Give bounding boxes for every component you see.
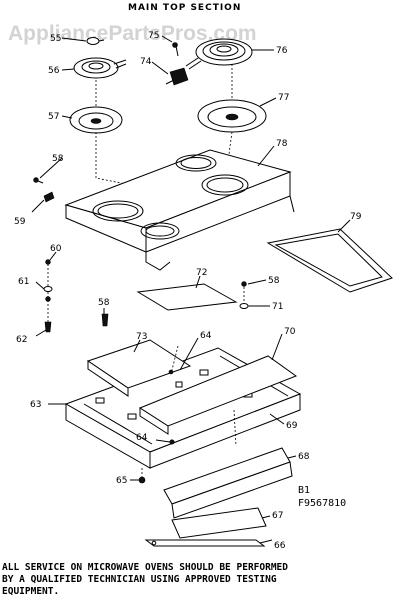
part-57-small-drip-pan[interactable] (69, 106, 123, 134)
part-73-shield[interactable] (86, 339, 192, 397)
part-77-large-drip-pan[interactable] (197, 99, 267, 133)
label-55: 55 (50, 34, 61, 44)
diagram-title: MAIN TOP SECTION (128, 3, 241, 13)
label-75: 75 (148, 31, 159, 41)
part-79-panel[interactable] (266, 228, 393, 293)
part-58-screw-upper-left[interactable] (33, 177, 44, 184)
label-63: 63 (30, 400, 41, 410)
part-58-71-hardware-right[interactable] (239, 281, 249, 309)
part-65-nut[interactable] (138, 468, 146, 484)
part-66-strap[interactable] (144, 539, 266, 547)
part-70-shield[interactable] (138, 355, 298, 435)
label-79: 79 (350, 212, 362, 222)
part-68-bracket[interactable] (163, 409, 293, 519)
label-57: 57 (48, 112, 59, 122)
label-61: 61 (18, 277, 29, 287)
label-58-center: 58 (98, 298, 110, 308)
label-59: 59 (14, 217, 26, 227)
part-76-large-element[interactable] (185, 38, 253, 70)
leader-lines (31, 35, 351, 544)
part-67-plate[interactable] (171, 507, 267, 539)
part-58-screw-center[interactable] (101, 313, 109, 327)
part-78-cooktop[interactable] (64, 149, 295, 271)
label-58-upper-left: 58 (52, 154, 64, 164)
label-74: 74 (140, 57, 152, 67)
part-64-screw-lower[interactable] (169, 439, 175, 445)
label-66: 66 (274, 541, 286, 551)
label-65: 65 (116, 476, 127, 486)
part-60-61-62-hardware[interactable] (43, 259, 53, 333)
service-note-line-1: ALL SERVICE ON MICROWAVE OVENS SHOULD BE… (2, 562, 288, 573)
label-62: 62 (16, 335, 27, 345)
service-note-line-3: EQUIPMENT. (2, 586, 59, 597)
diagram-code-b1: B1 (298, 485, 310, 496)
label-76: 76 (276, 46, 288, 56)
label-68: 68 (298, 452, 310, 462)
label-71: 71 (272, 302, 283, 312)
label-72: 72 (196, 268, 207, 278)
part-74-terminal-block[interactable] (165, 67, 189, 86)
label-64-lower: 64 (136, 433, 148, 443)
label-69: 69 (286, 421, 298, 431)
service-note-line-2: BY A QUALIFIED TECHNICIAN USING APPROVED… (2, 574, 277, 585)
part-59-bracket[interactable] (43, 191, 55, 203)
label-70: 70 (284, 327, 296, 337)
label-64-upper: 64 (200, 331, 212, 341)
label-56: 56 (48, 66, 60, 76)
label-77: 77 (278, 93, 289, 103)
label-78: 78 (276, 139, 288, 149)
label-60: 60 (50, 244, 62, 254)
callout-labels: 55 56 57 58 59 60 61 62 63 64 64 65 66 6… (14, 31, 362, 551)
part-55-clip[interactable] (86, 37, 105, 45)
diagram-code-number: F9567810 (298, 498, 346, 509)
part-64-screw-upper[interactable] (168, 345, 179, 375)
part-72-gasket[interactable] (136, 283, 238, 311)
part-56-small-element[interactable] (73, 57, 127, 79)
part-75-screw[interactable] (172, 42, 179, 57)
label-58-right: 58 (268, 276, 280, 286)
label-73: 73 (136, 332, 147, 342)
label-67: 67 (272, 511, 283, 521)
